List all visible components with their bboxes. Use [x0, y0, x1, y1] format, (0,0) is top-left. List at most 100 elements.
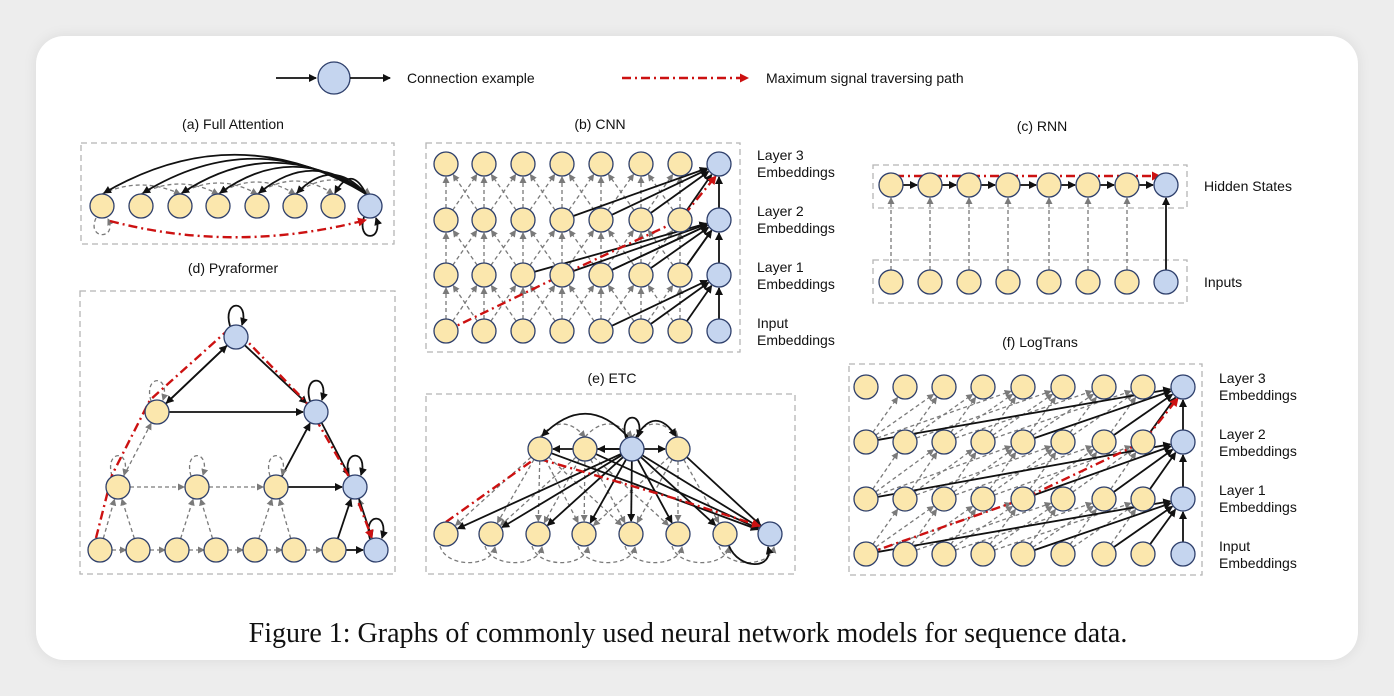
node-yellow	[1114, 172, 1140, 198]
rnn-label-hidden: Hidden States	[1204, 178, 1292, 194]
node-yellow	[970, 374, 996, 400]
node-blue	[1170, 541, 1196, 567]
black-conv-edge	[611, 224, 709, 271]
node-blue	[619, 436, 645, 462]
gray-log-edge	[989, 451, 1017, 490]
node-yellow	[1091, 486, 1117, 512]
black-log-edge	[1034, 501, 1172, 551]
node-yellow	[665, 521, 691, 547]
black-conv-edge	[611, 168, 709, 216]
black-conv-edge	[650, 281, 710, 325]
gray-local-arc	[671, 545, 732, 564]
gray-conv-edge	[452, 173, 478, 211]
panel-full-attention	[80, 142, 395, 245]
gray-log-edge	[953, 505, 1014, 548]
node-yellow	[892, 541, 918, 567]
black-conv-edge	[573, 222, 708, 272]
rnn-labels: Hidden States Inputs	[1204, 178, 1292, 290]
black-conv-edge	[650, 226, 710, 269]
node-yellow	[892, 429, 918, 455]
gray-conv-edge	[452, 284, 478, 322]
node-yellow	[282, 193, 308, 219]
black-child-edge	[280, 422, 311, 477]
node-yellow	[853, 429, 879, 455]
node-yellow	[320, 193, 346, 219]
logtrans-layer-labels: Layer 3 Embeddings Layer 2 Embeddings La…	[1219, 370, 1297, 571]
black-log-edge	[1034, 444, 1172, 496]
gray-child-edge	[199, 498, 214, 539]
node-yellow	[167, 193, 193, 219]
node-yellow	[931, 429, 957, 455]
node-yellow	[892, 486, 918, 512]
node-blue	[1153, 269, 1179, 295]
gray-child-edge	[122, 422, 152, 477]
node-blue	[1170, 486, 1196, 512]
node-yellow	[853, 486, 879, 512]
node-yellow	[549, 207, 575, 233]
node-yellow	[588, 151, 614, 177]
gray-log-edge	[1029, 451, 1057, 490]
node-yellow	[87, 537, 113, 563]
node-blue	[1170, 374, 1196, 400]
black-parent-edge	[320, 422, 350, 477]
node-blue	[706, 207, 732, 233]
black-attention-arc	[181, 161, 367, 195]
black-self-loop	[623, 416, 644, 439]
black-global-edge	[501, 454, 623, 529]
node-yellow	[549, 151, 575, 177]
node-blue	[706, 318, 732, 344]
gray-conv-edge	[568, 284, 595, 322]
panel-rnn	[872, 164, 1188, 304]
gray-conv-edge	[568, 229, 595, 266]
gray-global-edge	[496, 459, 535, 524]
gray-log-edge	[1032, 505, 1095, 548]
panel-logtrans	[848, 363, 1203, 576]
cnn-layer-labels: Layer 3 Embeddings Layer 2 Embeddings La…	[757, 147, 835, 348]
node-yellow	[667, 318, 693, 344]
node-yellow	[628, 151, 654, 177]
node-yellow	[1130, 429, 1156, 455]
gray-global-edge	[454, 456, 532, 526]
rnn-hidden-frame	[872, 164, 1188, 209]
black-self-loop	[307, 379, 328, 402]
gray-attention-arc	[101, 184, 181, 195]
node-yellow	[1091, 541, 1117, 567]
black-global-edge	[641, 454, 760, 528]
gray-log-edge	[914, 393, 974, 436]
logtrans-label-layer2: Layer 2	[1219, 426, 1266, 442]
node-yellow	[878, 269, 904, 295]
node-yellow	[1036, 269, 1062, 295]
black-log-edge	[877, 498, 1172, 553]
node-yellow	[628, 207, 654, 233]
red-max-path	[109, 217, 367, 239]
logtrans-frame	[848, 363, 1203, 576]
node-yellow	[572, 436, 598, 462]
node-blue	[1170, 429, 1196, 455]
node-yellow	[628, 318, 654, 344]
legend: Connection example Maximum signal traver…	[276, 61, 964, 95]
node-yellow	[549, 262, 575, 288]
logtrans-label-layer2-emb: Embeddings	[1219, 443, 1297, 459]
red-max-path	[94, 328, 374, 539]
node-yellow	[471, 262, 497, 288]
node-yellow	[917, 269, 943, 295]
node-yellow	[433, 151, 459, 177]
node-yellow	[471, 207, 497, 233]
red-max-path	[445, 175, 717, 333]
node-yellow	[1036, 172, 1062, 198]
node-yellow	[1075, 172, 1101, 198]
panel-cnn	[425, 142, 741, 353]
black-attention-arc	[258, 169, 367, 195]
logtrans-label-layer3: Layer 3	[1219, 370, 1266, 386]
node-yellow	[1050, 486, 1076, 512]
black-self-loop	[346, 454, 367, 477]
gray-conv-edge	[529, 229, 556, 266]
black-global-arc	[635, 419, 677, 438]
gray-local-arc	[439, 545, 498, 564]
node-yellow	[917, 172, 943, 198]
gray-local-arc	[577, 545, 638, 564]
black-conv-edge	[650, 170, 710, 214]
gray-log-edge	[911, 396, 938, 433]
node-yellow	[164, 537, 190, 563]
